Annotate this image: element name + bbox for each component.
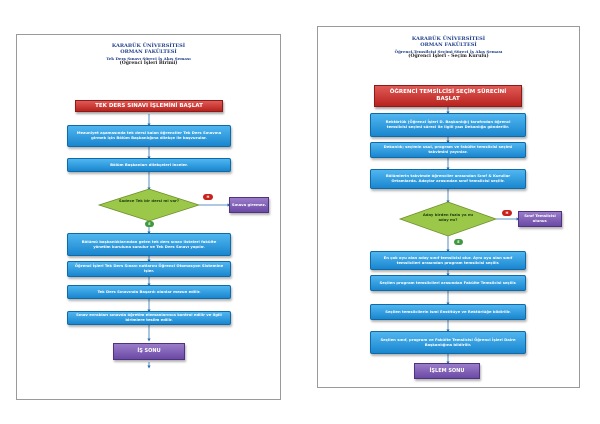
left-step-5: Tek Ders Sınavında Başarılı olanlar mezu… bbox=[67, 285, 231, 299]
right-step-5: Seçilen program temsilcileri arasından F… bbox=[370, 275, 526, 291]
left-header-unit: (Öğrenci İşleri Birimi) bbox=[119, 60, 178, 66]
right-yes-label: E bbox=[454, 239, 463, 245]
left-step-6: Sınav evrakları sınavda öğretim elemanla… bbox=[67, 311, 231, 325]
left-yes-label: E bbox=[145, 221, 154, 227]
right-header-faculty: ORMAN FAKÜLTESİ bbox=[420, 42, 477, 49]
left-header: KARABÜK ÜNİVERSİTESİ ORMAN FAKÜLTESİ Tek… bbox=[17, 43, 280, 66]
right-flowchart-page: KARABÜK ÜNİVERSİTESİ ORMAN FAKÜLTESİ Öğr… bbox=[317, 26, 580, 388]
left-no-label: H bbox=[203, 194, 213, 200]
left-end-box: İŞ SONU bbox=[113, 343, 185, 360]
left-no-box: Sınava giremez. bbox=[229, 197, 269, 213]
left-step-4: Öğrenci İşleri Tek Ders Sınavı notlarını… bbox=[67, 261, 231, 277]
right-header-unit: (Öğrenci İşleri - Seçim Kurulu) bbox=[408, 53, 489, 59]
right-end-box: İŞLEM SONU bbox=[414, 363, 480, 379]
left-step-3: Bölümü başkanlıklarından gelen tek ders … bbox=[67, 233, 231, 256]
right-decision-text: Aday birden fazla ya mı aday mı? bbox=[422, 212, 474, 222]
left-decision-text: Sadece Tek bir dersi mi var? bbox=[118, 198, 180, 203]
left-step-2: Bölüm Başkanları dilekçeleri inceler. bbox=[67, 158, 231, 172]
right-start-box: ÖĞRENCİ TEMSİLCİSİ SEÇİM SÜRECİNİ BAŞLAT bbox=[374, 85, 522, 107]
right-header-university: KARABÜK ÜNİVERSİTESİ bbox=[411, 36, 486, 42]
right-decision-diamond bbox=[398, 201, 498, 237]
right-connectors bbox=[398, 107, 520, 365]
left-header-faculty: ORMAN FAKÜLTESİ bbox=[120, 49, 177, 56]
right-step-1: Rektörlük (Öğrenci İşleri D. Başkanlığı)… bbox=[370, 113, 526, 137]
right-step-3: Bölümlerin takvimde öğrenciler arasından… bbox=[370, 169, 526, 189]
right-step-2: Dekanlık; seçimin usul, program ve fakül… bbox=[370, 142, 526, 158]
left-header-process: Tek Ders Sınavı Süreci İş Akış Şeması bbox=[106, 55, 191, 61]
left-header-university: KARABÜK ÜNİVERSİTESİ bbox=[111, 43, 186, 49]
right-no-label: H bbox=[502, 210, 512, 216]
left-step-1: Mezuniyet aşamasında tek dersi kalan öğr… bbox=[67, 125, 231, 147]
right-step-7: Seçilen sınıf, program ve Fakülte Temsil… bbox=[370, 331, 526, 354]
right-step-4: En çok oyu alan aday sınıf temsilcisi ol… bbox=[370, 251, 526, 270]
right-step-6: Seçilen temsilcilerin ismi Enstitüye ve … bbox=[370, 304, 526, 320]
right-no-box: Sınıf Temsilcisi olunur. bbox=[518, 211, 562, 227]
left-flowchart-page: KARABÜK ÜNİVERSİTESİ ORMAN FAKÜLTESİ Tek… bbox=[16, 34, 281, 400]
left-start-box: TEK DERS SINAVI İŞLEMİNİ BAŞLAT bbox=[75, 100, 223, 112]
left-decision-diamond bbox=[97, 188, 201, 222]
right-header-process: Öğrenci Temsilcisi Seçimi Süreci İş Akış… bbox=[394, 48, 503, 54]
right-header: KARABÜK ÜNİVERSİTESİ ORMAN FAKÜLTESİ Öğr… bbox=[318, 36, 579, 59]
